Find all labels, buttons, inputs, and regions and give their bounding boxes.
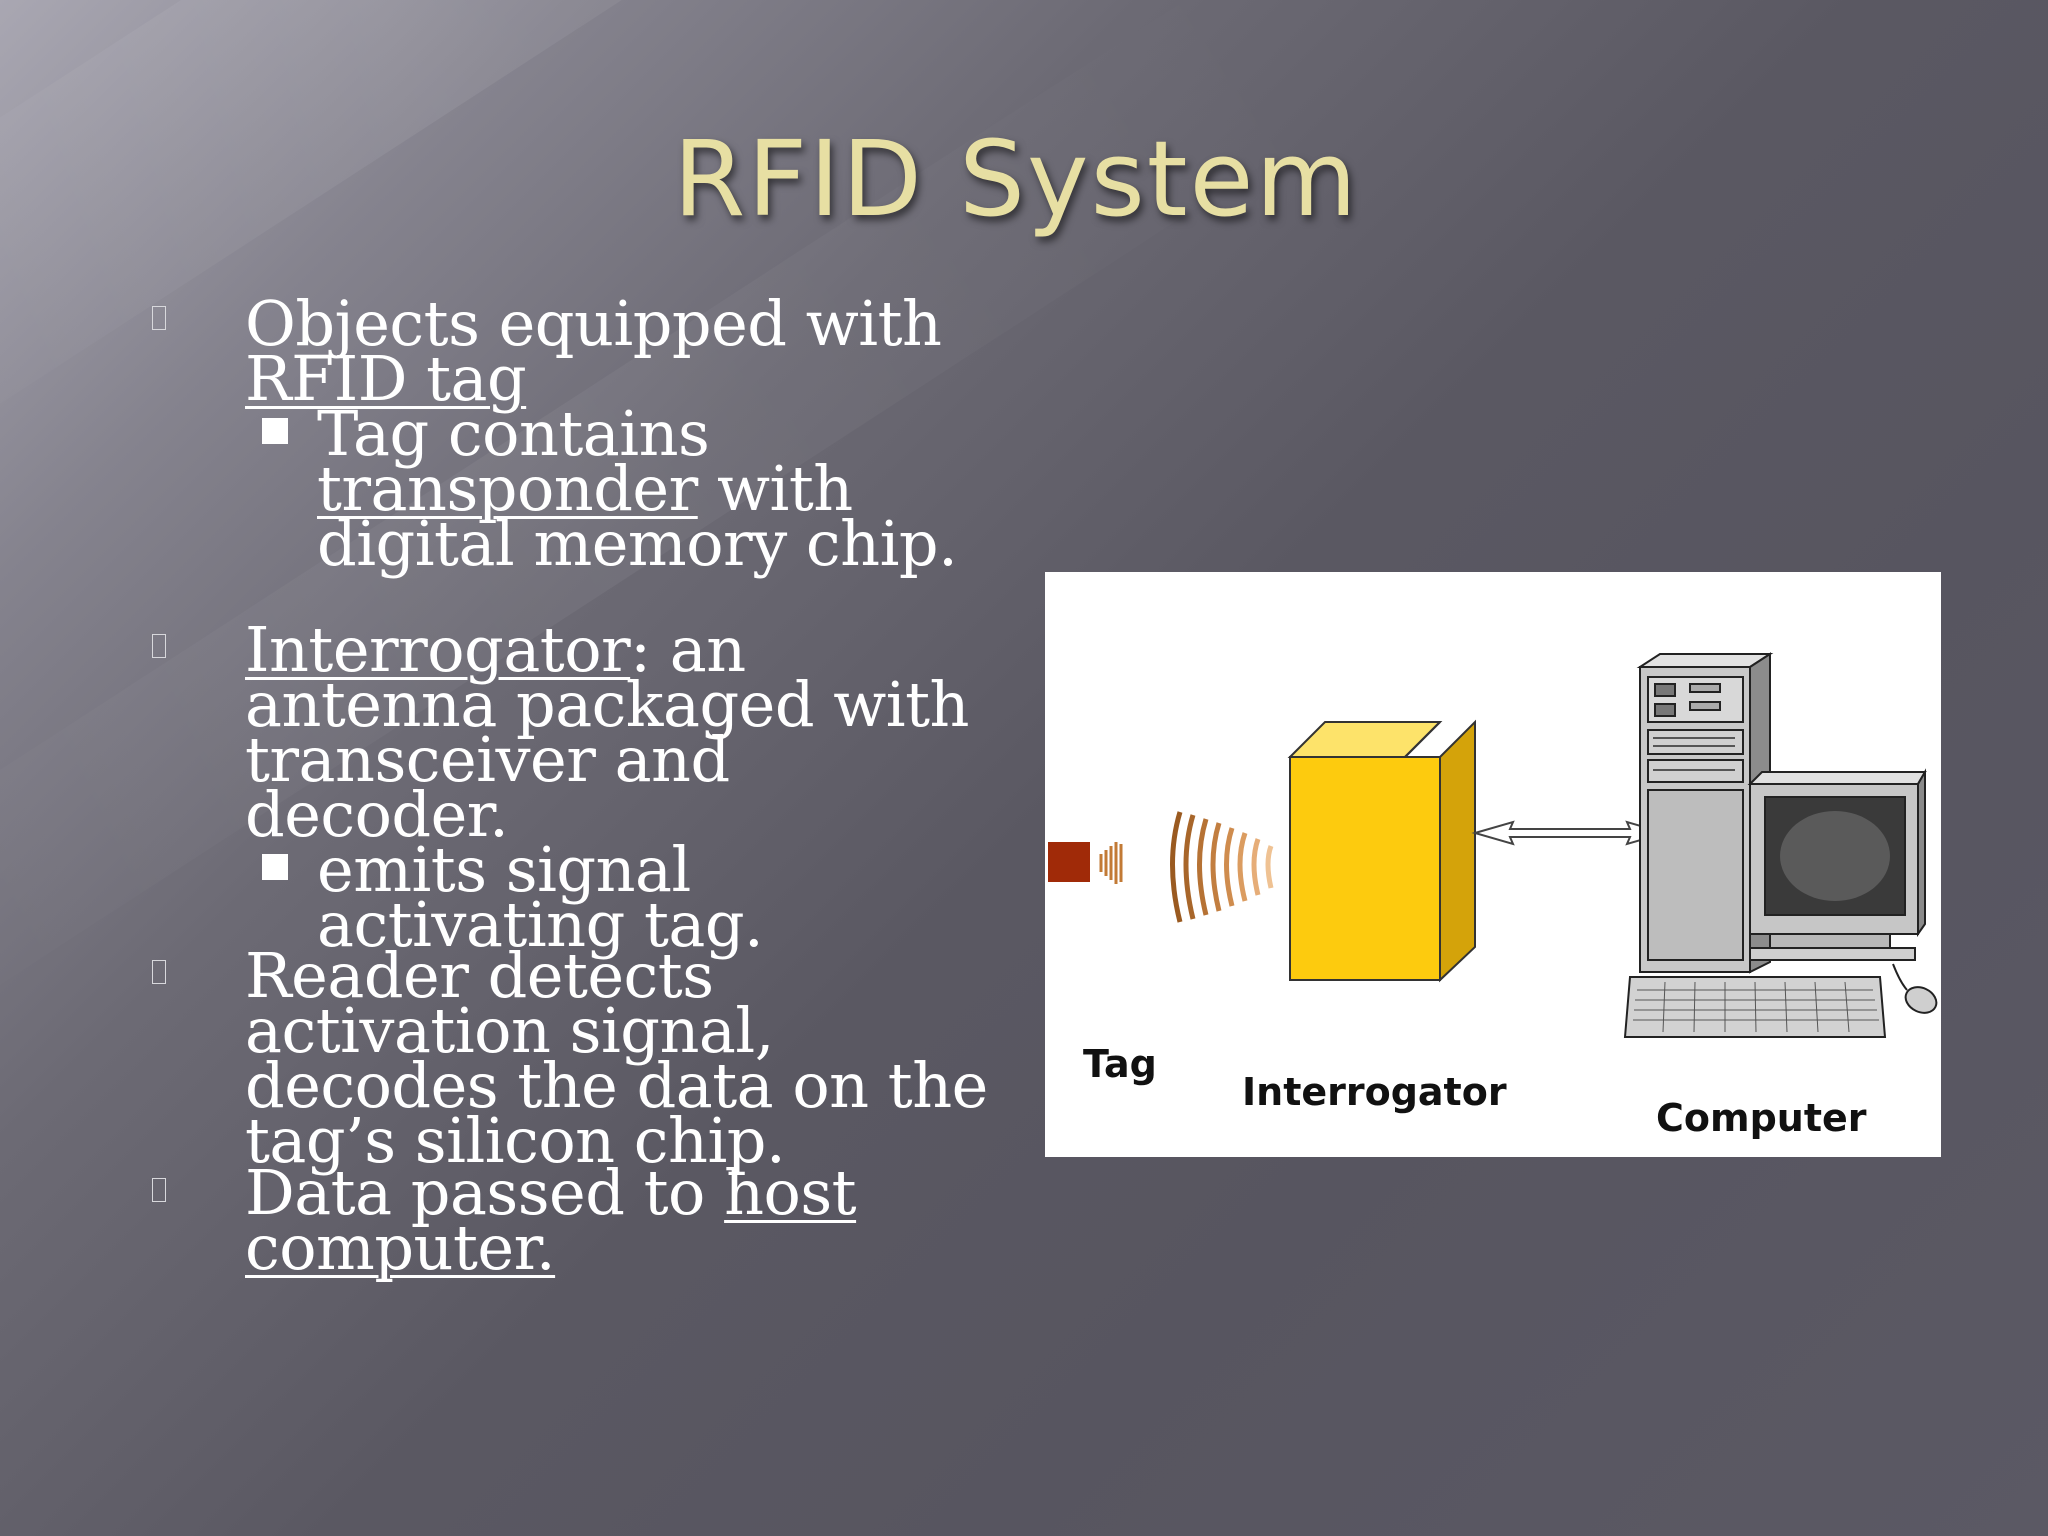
rfid-diagram-graphic bbox=[1048, 652, 1938, 1038]
slide-title: RFID System bbox=[0, 118, 2048, 240]
link-interrogator: Interrogator bbox=[245, 613, 631, 686]
mouse-icon bbox=[1892, 963, 1938, 1014]
rfid-diagram: Tag Interrogator Computer bbox=[1045, 572, 1941, 1157]
text-run: Objects equipped with bbox=[245, 287, 942, 360]
text-run: : an antenna packaged with transceiver a… bbox=[245, 613, 969, 851]
tag-label: Tag bbox=[1083, 1042, 1157, 1086]
bullet-marker-icon bbox=[152, 306, 166, 330]
bullet-text: Data passed to host computer. bbox=[245, 1162, 1005, 1279]
link-host-computer: host computer. bbox=[245, 1156, 857, 1284]
tag-chip-icon bbox=[1048, 842, 1090, 882]
tag-signal-waves-icon bbox=[1099, 842, 1123, 884]
text-run: Reader detects activation signal, decode… bbox=[245, 939, 988, 1177]
bullet-marker-icon bbox=[152, 960, 166, 984]
sub-bullet: emits signal activating tag. bbox=[262, 839, 1005, 956]
interrogator-box-icon bbox=[1287, 719, 1476, 983]
text-run: Data passed to bbox=[245, 1156, 725, 1229]
bullet-list: Objects equipped with RFID tag Tag conta… bbox=[0, 0, 1020, 1536]
double-arrow-icon bbox=[1471, 820, 1669, 846]
computer-label: Computer bbox=[1656, 1096, 1867, 1140]
interrogator-signal-waves-icon bbox=[1170, 811, 1274, 923]
text-run: emits signal activating tag. bbox=[317, 833, 764, 961]
bullet-marker-icon bbox=[152, 1178, 166, 1202]
bullet-text: Objects equipped with RFID tag Tag conta… bbox=[245, 293, 1005, 575]
link-rfid-tag: RFID tag bbox=[245, 342, 527, 415]
square-bullet-icon bbox=[262, 854, 288, 880]
square-bullet-icon bbox=[262, 418, 288, 444]
bullet-line: Interrogator: an antenna packaged with t… bbox=[245, 619, 1005, 846]
keyboard-icon bbox=[1623, 976, 1887, 1038]
interrogator-label: Interrogator bbox=[1242, 1070, 1507, 1114]
link-transponder: transponder bbox=[317, 452, 698, 525]
text-run: Tag contains bbox=[317, 397, 710, 470]
slide-title-text: RFID System bbox=[673, 118, 1359, 240]
bullet-line: Objects equipped with RFID tag bbox=[245, 293, 1005, 410]
bullet-text: Interrogator: an antenna packaged with t… bbox=[245, 619, 1005, 956]
bullet-marker-icon bbox=[152, 634, 166, 658]
sub-bullet: Tag contains transponder with digital me… bbox=[262, 403, 1005, 575]
bullet-text: Reader detects activation signal, decode… bbox=[245, 945, 1005, 1172]
computer-monitor-icon bbox=[1747, 768, 1927, 961]
text-run: with digital memory chip. bbox=[317, 452, 958, 580]
